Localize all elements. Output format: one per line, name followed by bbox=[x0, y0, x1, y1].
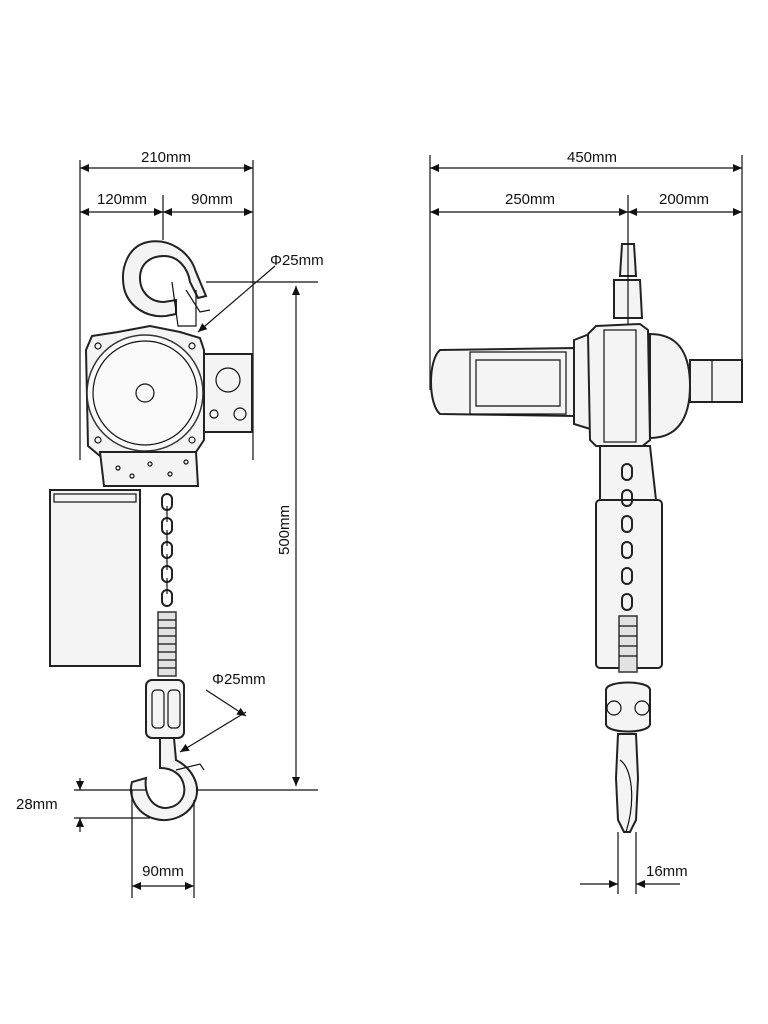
side-hook-block bbox=[605, 681, 651, 733]
dim-left-width: 120mm bbox=[97, 191, 147, 208]
load-chain bbox=[161, 493, 173, 607]
dim-right-width: 90mm bbox=[191, 191, 233, 208]
chain-bag bbox=[49, 489, 141, 667]
dim-hook-width: 90mm bbox=[142, 863, 184, 880]
dim-top-hook-diameter: Φ25mm bbox=[270, 252, 324, 269]
leader-top-hook-diameter bbox=[197, 271, 269, 333]
dim-overall-width: 210mm bbox=[141, 149, 191, 166]
dim-hook-thickness: 16mm bbox=[646, 863, 688, 880]
side-load-chain bbox=[621, 463, 633, 611]
dim-left-length: 250mm bbox=[505, 191, 555, 208]
gearbox-housing bbox=[84, 324, 205, 458]
front-view: 210mm 120mm 90mm Φ25mm bbox=[16, 149, 324, 898]
side-top-hook bbox=[613, 243, 644, 330]
motor bbox=[430, 328, 601, 434]
dim-overall-length: 450mm bbox=[567, 149, 617, 166]
side-hook bbox=[614, 733, 640, 833]
side-view: 450mm 250mm 200mm bbox=[429, 149, 743, 894]
dim-lift-height: 500mm bbox=[276, 505, 293, 555]
brake-box bbox=[203, 353, 253, 433]
hook-block bbox=[145, 679, 185, 739]
leader-bottom-hook-diameter bbox=[179, 711, 247, 753]
top-hook bbox=[122, 240, 211, 327]
dim-right-length: 200mm bbox=[659, 191, 709, 208]
side-gear-housing bbox=[586, 322, 743, 450]
spring bbox=[157, 611, 177, 677]
bottom-hook bbox=[130, 737, 205, 821]
dim-hook-opening: 28mm bbox=[16, 796, 58, 813]
dim-bottom-hook-diameter: Φ25mm bbox=[212, 671, 266, 688]
side-spring bbox=[618, 615, 638, 673]
lower-plate bbox=[98, 451, 200, 487]
